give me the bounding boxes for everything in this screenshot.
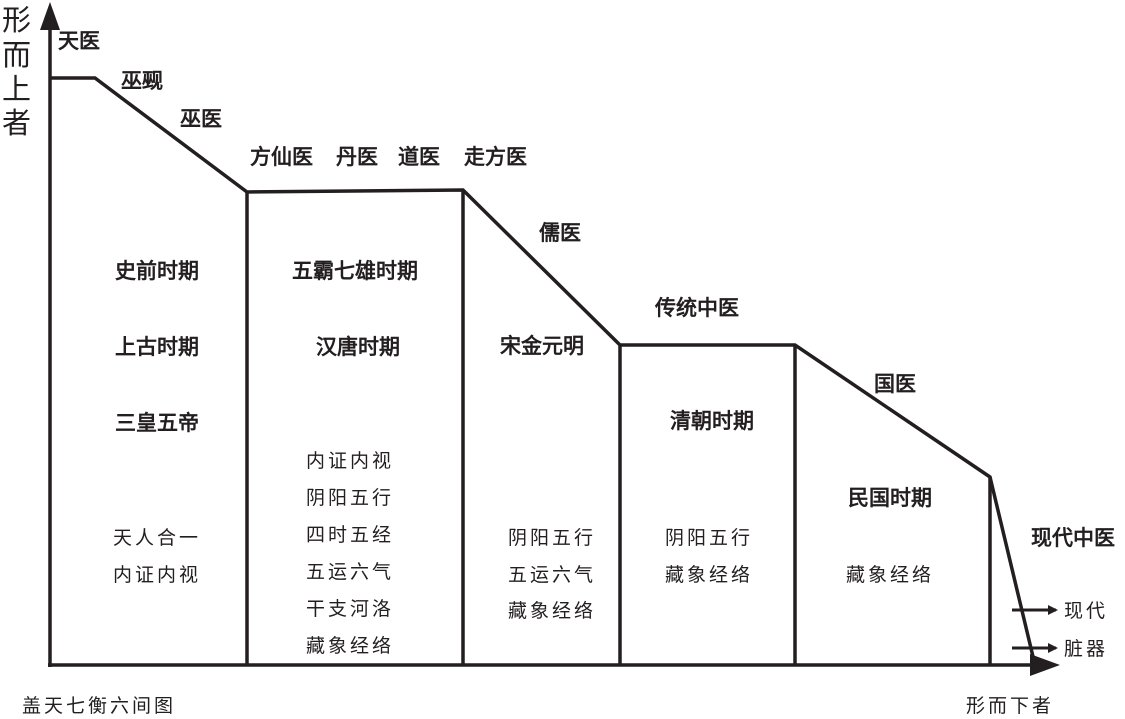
svg-text:天人合一: 天人合一 (113, 527, 201, 549)
label-fangxian: 方仙医 (250, 144, 313, 169)
column-song-ming: 宋金元明 阴阳五行 五运六气 藏象经络 (500, 333, 596, 622)
svg-text:五运六气: 五运六气 (306, 561, 394, 583)
label-wuxi: 巫觋 (121, 68, 163, 93)
label-chuantong: 传统中医 (654, 295, 739, 320)
label-xiandai: 现代中医 (1031, 525, 1115, 550)
svg-text:清朝时期: 清朝时期 (670, 408, 754, 433)
y-axis-arrowhead (40, 2, 60, 30)
svg-text:阴阳五行: 阴阳五行 (508, 527, 596, 549)
label-wuyi: 巫医 (180, 106, 222, 131)
svg-text:三皇五帝: 三皇五帝 (115, 410, 199, 435)
svg-text:干支河洛: 干支河洛 (306, 598, 394, 620)
column-prehistoric: 史前时期 上古时期 三皇五帝 天人合一 内证内视 (113, 258, 201, 586)
svg-text:形: 形 (2, 3, 31, 37)
column-republic: 民国时期 藏象经络 (846, 485, 934, 586)
svg-text:藏象经络: 藏象经络 (508, 600, 596, 622)
label-guoyi: 国医 (874, 371, 916, 396)
svg-text:五霸七雄时期: 五霸七雄时期 (292, 258, 418, 283)
label-ruyi: 儒医 (539, 220, 581, 245)
svg-text:藏象经络: 藏象经络 (846, 564, 934, 586)
svg-text:汉唐时期: 汉唐时期 (316, 334, 400, 359)
svg-text:民国时期: 民国时期 (848, 485, 932, 510)
svg-text:宋金元明: 宋金元明 (500, 333, 584, 358)
label-tianyi: 天医 (58, 28, 100, 53)
y-axis-label: 形 而 上 者 (2, 3, 31, 140)
svg-text:内证内视: 内证内视 (306, 450, 394, 472)
svg-text:者: 者 (2, 106, 31, 140)
svg-text:内证内视: 内证内视 (113, 564, 201, 586)
column-qing: 清朝时期 阴阳五行 藏象经络 (665, 408, 754, 586)
svg-text:五运六气: 五运六气 (508, 564, 596, 586)
svg-text:上古时期: 上古时期 (115, 334, 199, 359)
svg-text:史前时期: 史前时期 (115, 258, 199, 283)
arrow-label-organs: 脏器 (1064, 638, 1108, 660)
svg-text:而: 而 (2, 38, 31, 72)
svg-text:四时五经: 四时五经 (306, 524, 394, 546)
x-axis-arrowhead (1030, 654, 1060, 676)
svg-text:藏象经络: 藏象经络 (665, 564, 753, 586)
figure-label: 盖天七衡六间图 (22, 695, 176, 717)
x-axis-label: 形而下者 (966, 695, 1054, 717)
arrow-label-modern: 现代 (1064, 600, 1108, 622)
svg-text:上: 上 (2, 72, 31, 106)
svg-text:阴阳五行: 阴阳五行 (665, 527, 753, 549)
svg-text:藏象经络: 藏象经络 (306, 635, 394, 657)
svg-text:阴阳五行: 阴阳五行 (306, 487, 394, 509)
label-zoufangyi: 走方医 (464, 144, 527, 169)
column-han-tang: 五霸七雄时期 汉唐时期 内证内视 阴阳五行 四时五经 五运六气 干支河洛 藏象经… (292, 258, 418, 657)
label-danyi: 丹医 (336, 144, 378, 169)
profile-line (50, 76, 1037, 666)
label-daoyi: 道医 (398, 144, 440, 169)
